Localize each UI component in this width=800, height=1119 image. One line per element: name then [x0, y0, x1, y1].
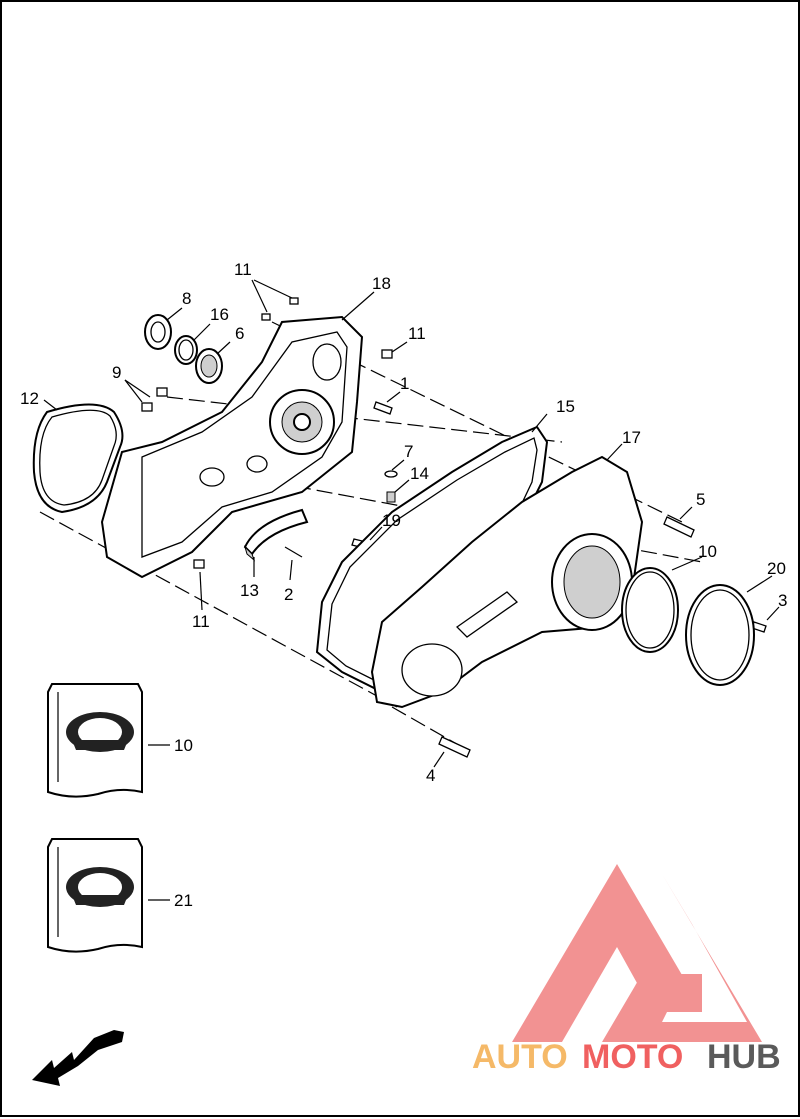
callout-8: 8 [182, 289, 191, 308]
callout-21: 21 [174, 891, 193, 910]
bearing-parts [144, 314, 223, 384]
callout-4: 4 [426, 766, 435, 785]
callout-1: 1 [400, 374, 409, 393]
callout-10-package: 10 [174, 736, 193, 755]
callout-6: 6 [235, 324, 244, 343]
callout-2: 2 [284, 585, 293, 604]
genuine-motor-parts-package-icon-21 [47, 838, 143, 953]
callout-11-bottom: 11 [192, 612, 210, 631]
watermark-hub: HUB [707, 1038, 781, 1076]
automotohub-logo-icon [512, 864, 762, 1042]
callout-16: 16 [210, 305, 229, 324]
motorcycle-front-arrow-icon [32, 1030, 124, 1086]
bolts [351, 401, 767, 758]
outer-primary-cover-17 [370, 455, 644, 709]
watermark-moto: MOTO [582, 1038, 683, 1076]
callout-14: 14 [410, 464, 429, 483]
derby-cover-20 [685, 584, 755, 686]
dowel-pins [141, 297, 393, 569]
genuine-motor-parts-package-icon [47, 683, 143, 798]
callout-5: 5 [696, 490, 705, 509]
callout-9: 9 [112, 363, 121, 382]
callout-12: 12 [20, 389, 39, 408]
callout-15: 15 [556, 397, 575, 416]
callout-11-right: 11 [408, 324, 426, 343]
callout-19: 19 [382, 511, 401, 530]
callout-17: 17 [622, 428, 641, 447]
gasket-12 [32, 403, 124, 514]
callout-13: 13 [240, 581, 259, 600]
callout-7: 7 [404, 442, 413, 461]
callout-labels: 11 18 8 16 6 11 9 1 12 15 17 7 14 5 19 1… [20, 260, 787, 910]
watermark-auto: AUTO [472, 1038, 568, 1076]
inner-primary-housing-18 [100, 315, 364, 579]
callout-3: 3 [778, 591, 787, 610]
callout-18: 18 [372, 274, 391, 293]
chain-tensioner-13 [243, 508, 309, 562]
callout-20: 20 [767, 559, 786, 578]
callout-11-top: 11 [234, 260, 252, 279]
callout-10-right: 10 [698, 542, 717, 561]
derby-gasket-10 [621, 567, 679, 653]
callout-leaders [43, 279, 780, 901]
